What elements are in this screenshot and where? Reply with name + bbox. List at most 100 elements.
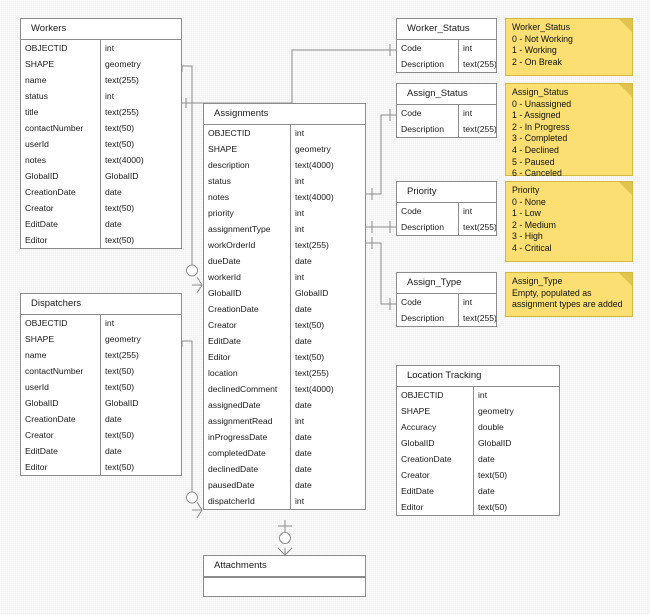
field-name: workOrderId	[204, 236, 291, 253]
field-type: date	[478, 453, 495, 464]
field-name: OBJECTID	[21, 39, 101, 56]
field-name: Code	[397, 293, 459, 310]
entity-title-assign-status: Assign_Status	[397, 84, 496, 105]
field-row: assignedDate date	[204, 396, 365, 413]
entity-title-dispatchers: Dispatchers	[21, 294, 181, 315]
note-assign-status[interactable]: Assign_Status 0 - Unassigned 1 - Assigne…	[505, 83, 633, 178]
note-line: Empty, populated as	[512, 287, 592, 298]
field-type: GlobalID	[105, 397, 139, 408]
note-line: 2 - Medium	[512, 219, 556, 230]
connector-dispatchers-assignments	[181, 340, 203, 519]
field-type: date	[105, 413, 122, 424]
field-type: text(50)	[105, 429, 135, 440]
note-title: Worker_Status	[512, 22, 571, 32]
field-name: EditDate	[397, 482, 474, 499]
note-assign-type[interactable]: Assign_Type Empty, populated as assignme…	[505, 272, 633, 317]
field-type: text(50)	[105, 138, 135, 149]
field-name: SHAPE	[204, 140, 291, 157]
note-line: 5 - Paused	[512, 156, 555, 167]
field-type: int	[463, 107, 473, 118]
field-name: dispatcherId	[204, 492, 291, 509]
field-type: text(50)	[105, 381, 135, 392]
field-name: workerId	[204, 268, 291, 285]
field-type: geometry	[295, 143, 331, 154]
field-row: GlobalID GlobalID	[21, 167, 181, 184]
field-type: date	[295, 399, 312, 410]
field-name: GlobalID	[21, 167, 101, 184]
field-name: Code	[397, 39, 459, 56]
field-type: text(50)	[105, 122, 135, 133]
field-type: int	[295, 175, 305, 186]
field-type: text(255)	[105, 349, 139, 360]
entity-attachments[interactable]: Attachments	[203, 555, 366, 597]
field-type: text(50)	[295, 351, 325, 362]
field-name: assignedDate	[204, 396, 291, 413]
field-type: int	[463, 205, 473, 216]
field-name: CreationDate	[21, 183, 101, 200]
field-type: text(50)	[105, 365, 135, 376]
field-name: Editor	[21, 231, 101, 248]
field-type: int	[295, 415, 305, 426]
field-type: text(50)	[478, 501, 508, 512]
connector-workers-assignments	[181, 65, 203, 294]
field-type: GlobalID	[105, 170, 139, 181]
field-name: completedDate	[204, 444, 291, 461]
field-type: GlobalID	[295, 287, 329, 298]
field-type: text(255)	[295, 239, 329, 250]
note-title: Assign_Status	[512, 87, 569, 97]
field-type: text(255)	[463, 123, 496, 134]
field-name: dueDate	[204, 252, 291, 269]
field-type: int	[295, 207, 305, 218]
field-type: date	[295, 431, 312, 442]
note-line: 0 - Unassigned	[512, 98, 572, 109]
field-name: GlobalID	[397, 434, 474, 451]
note-line: 4 - Critical	[512, 242, 552, 253]
field-type: text(255)	[463, 58, 496, 69]
note-priority[interactable]: Priority 0 - None 1 - Low 2 - Medium 3 -…	[505, 181, 633, 262]
field-name: EditDate	[21, 442, 101, 459]
field-name: OBJECTID	[204, 124, 291, 141]
field-type: text(50)	[105, 202, 135, 213]
note-line: 4 - Declined	[512, 144, 559, 155]
note-worker-status[interactable]: Worker_Status 0 - Not Working 1 - Workin…	[505, 18, 633, 76]
field-type: date	[105, 445, 122, 456]
field-name: Creator	[397, 466, 474, 483]
